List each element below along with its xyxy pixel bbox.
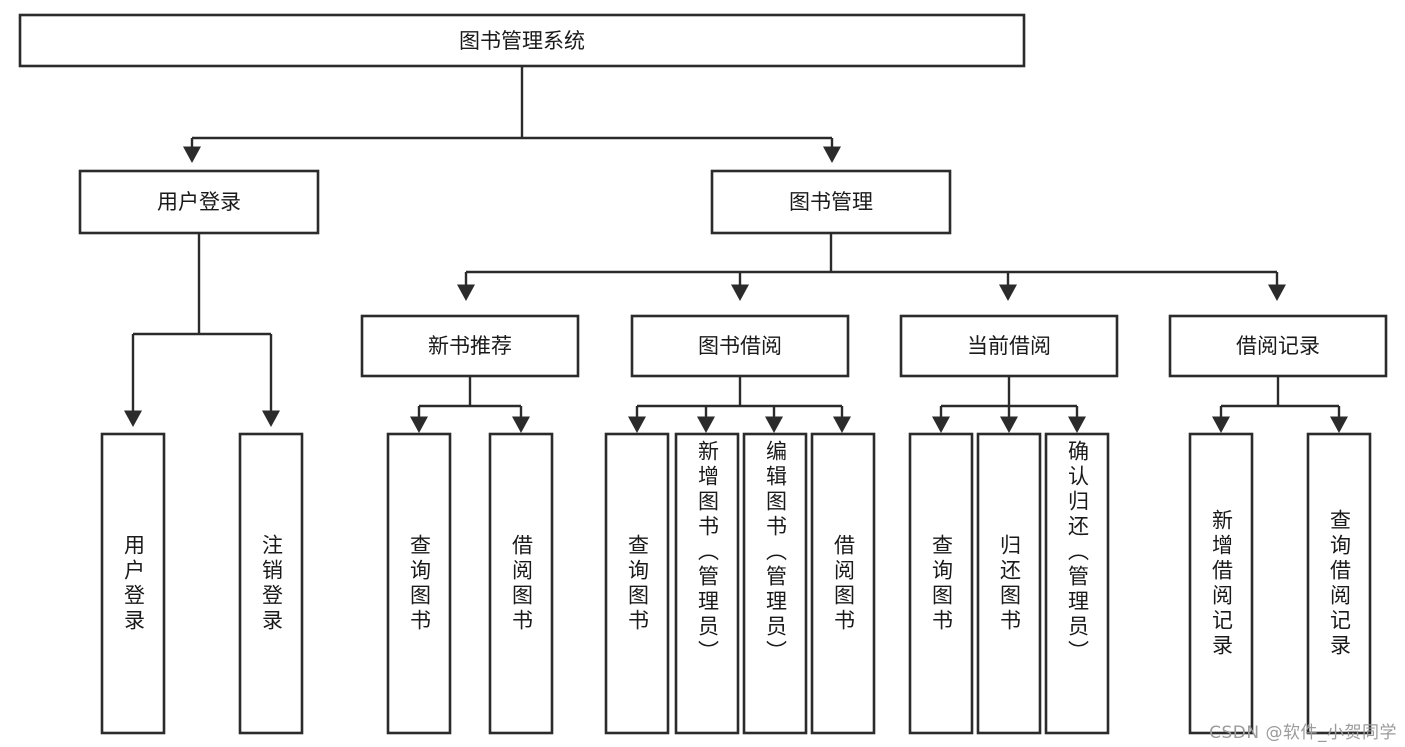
connector-borrow-records-to-leaves [1212, 377, 1348, 433]
leaf-box-return-book[interactable] [976, 432, 1042, 735]
node-current-borrow[interactable]: 当前借阅 [899, 314, 1119, 378]
leaf-box-borrow-book[interactable] [810, 432, 876, 735]
node-root-label: 图书管理系统 [459, 29, 585, 53]
leaf-box-query-borrow-record[interactable] [1306, 432, 1372, 735]
connector-root-to-level2 [183, 67, 841, 163]
connector-user-login-to-leaves [124, 234, 280, 427]
connector-new-book-to-leaves [410, 377, 530, 433]
connector-current-borrow-to-leaves [932, 377, 1086, 433]
leaf-box-add-book-admin[interactable] [674, 432, 740, 735]
node-user-login-label: 用户登录 [157, 190, 241, 214]
leaf-box-borrow-book-rec[interactable] [488, 432, 554, 735]
node-new-book-recommend[interactable]: 新书推荐 [360, 314, 580, 378]
leaf-box-edit-book-admin[interactable] [742, 432, 808, 735]
node-new-book-recommend-label: 新书推荐 [428, 334, 512, 358]
node-current-borrow-label: 当前借阅 [967, 334, 1051, 358]
node-book-borrow[interactable]: 图书借阅 [630, 314, 850, 378]
connector-book-borrow-to-leaves [628, 377, 851, 433]
connector-book-mgmt-to-level3 [457, 234, 1286, 301]
watermark-text: CSDN @软件_小贺同学 [1209, 723, 1397, 743]
node-book-management[interactable]: 图书管理 [710, 169, 952, 235]
node-book-borrow-label: 图书借阅 [698, 334, 782, 358]
node-user-login[interactable]: 用户登录 [78, 169, 320, 235]
node-borrow-records[interactable]: 借阅记录 [1168, 314, 1388, 378]
leaf-box-query-book-rec[interactable] [386, 432, 452, 735]
node-borrow-records-label: 借阅记录 [1236, 334, 1320, 358]
leaf-box-logout[interactable] [238, 432, 304, 735]
node-root-system[interactable]: 图书管理系统 [18, 13, 1026, 68]
leaf-box-confirm-return-admin[interactable] [1044, 432, 1110, 735]
leaf-box-add-borrow-record[interactable] [1188, 432, 1254, 735]
leaf-box-query-book-borrow[interactable] [604, 432, 670, 735]
leaf-box-query-book-current[interactable] [908, 432, 974, 735]
leaf-box-user-login[interactable] [100, 432, 166, 735]
node-book-management-label: 图书管理 [789, 190, 873, 214]
